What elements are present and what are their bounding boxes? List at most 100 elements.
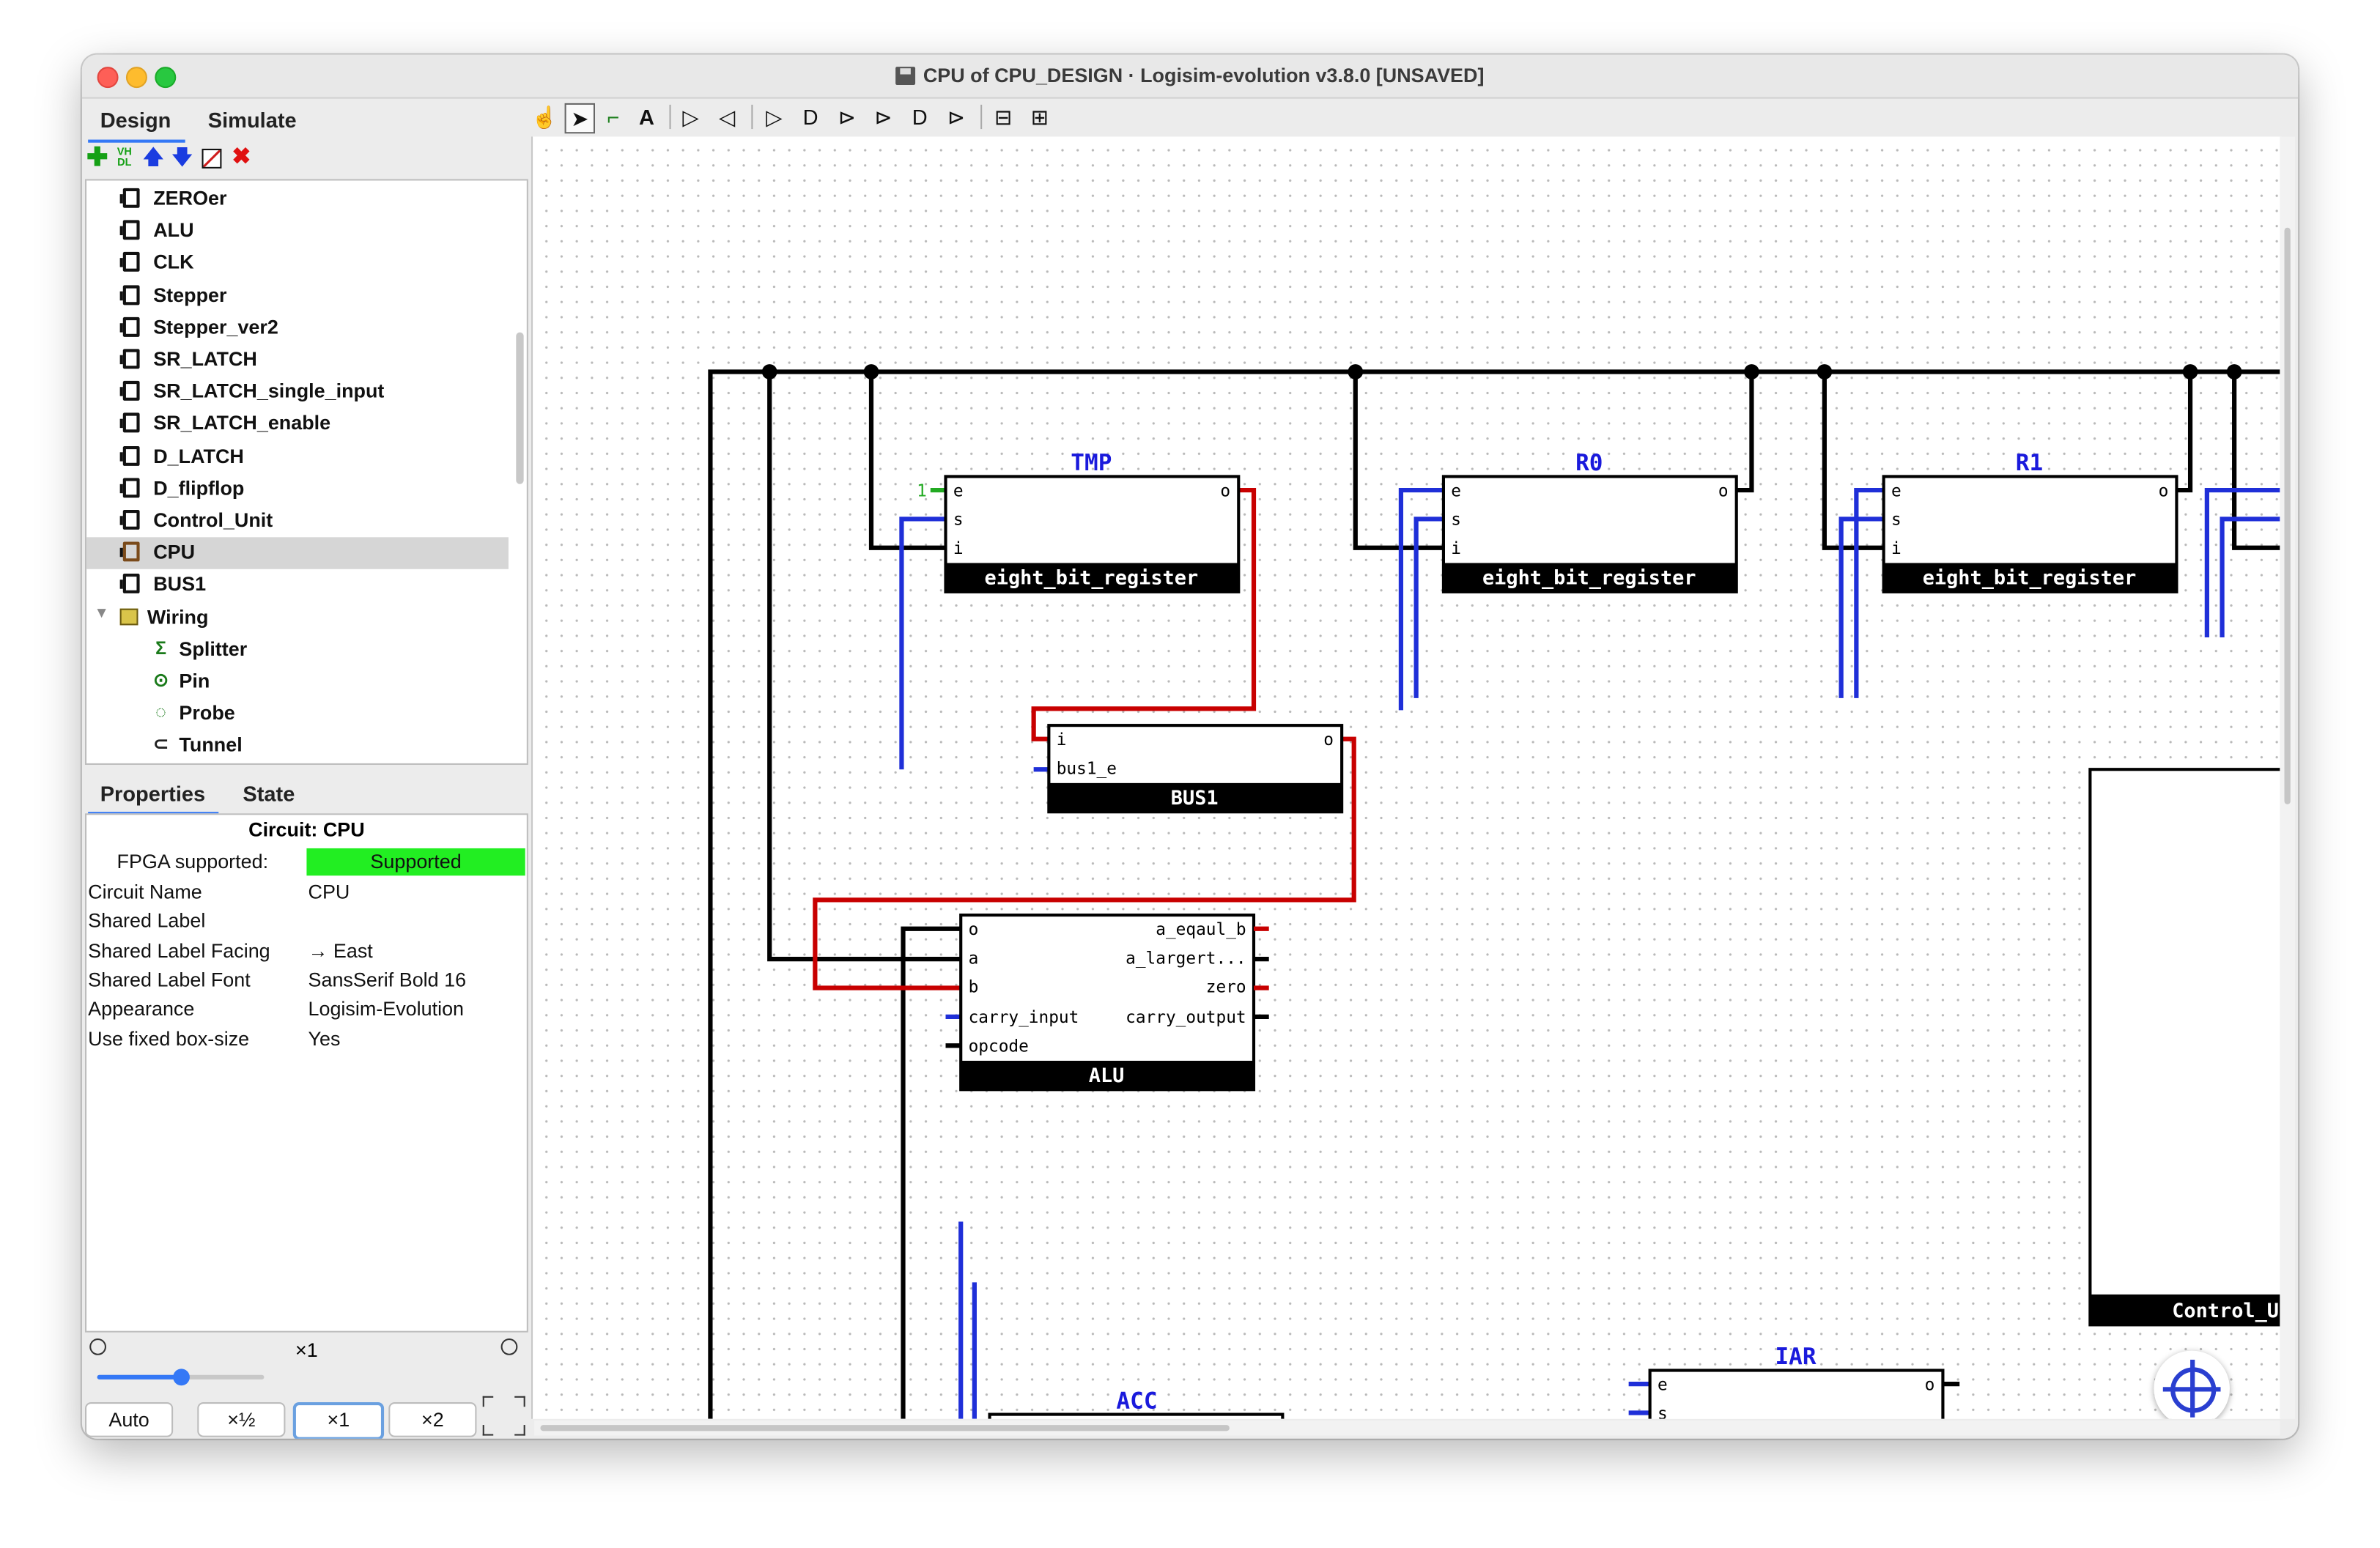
tree-folder-wiring[interactable]: ▼Wiring [86,602,509,634]
wiring-tool-icon[interactable]: ⌐ [607,104,620,130]
tab-state[interactable]: State [243,781,295,806]
component-label: IAR [1775,1344,1816,1370]
select-tool-icon[interactable]: ➤ [564,103,596,134]
minimize-window-button[interactable] [125,67,147,89]
tree-item-alu[interactable]: ALU [86,216,509,248]
property-row[interactable]: Shared Label [86,906,527,935]
port-label: i [1057,730,1067,749]
tree-item-d_flipflop[interactable]: D_flipflop [86,473,509,505]
tree-item-label: Pin [179,669,210,692]
r0-register[interactable]: R0 eight_bit_register e s i o [1441,450,1738,593]
delete-icon[interactable]: ✖ [232,144,251,171]
tree-item-probe[interactable]: ◌Probe [86,698,509,730]
zoom-in-icon[interactable] [500,1338,518,1355]
circuit-drawing: 1 TMP eight_bit_register e s i o R0 eigh… [708,364,2282,1419]
property-key: Circuit Name [88,880,202,903]
property-row[interactable]: Shared Label Facing→ East [86,936,527,964]
property-value[interactable]: → East [308,938,373,962]
circuit-canvas[interactable]: 1 TMP eight_bit_register e s i o R0 eigh… [531,136,2282,1419]
not-gate-icon[interactable]: ▷ [766,104,783,130]
alu-component[interactable]: ALU o a b carry_input opcode a_eqaul_b a… [945,914,1269,1092]
disclosure-triangle-icon[interactable]: ▼ [94,604,109,622]
tree-item-splitter[interactable]: Ʃ Splitter [86,634,509,666]
tree-item-bus1[interactable]: BUS1 [86,570,509,602]
property-value[interactable]: Logisim-Evolution [308,997,465,1021]
constant-one[interactable]: 1 [917,481,927,500]
port-label: o [1220,481,1230,500]
circuit-icon [119,252,140,273]
component-label: ACC [1116,1388,1157,1414]
canvas-horizontal-scrollbar[interactable] [534,1420,2280,1436]
acc-register[interactable]: ACC [988,1388,1285,1419]
zoom-slider-track[interactable] [97,1369,265,1386]
wire-junctions [761,364,2242,379]
zoom-out-icon[interactable] [89,1338,107,1355]
tmp-register[interactable]: TMP eight_bit_register e s i o [944,450,1241,593]
close-window-button[interactable] [97,67,119,89]
appearance-icon[interactable]: ⊞ [1030,104,1049,130]
property-value[interactable]: CPU [308,880,350,903]
zoom-slider-knob[interactable] [173,1369,190,1386]
property-value[interactable]: Yes [308,1026,341,1050]
floppy-disk-icon [895,67,916,86]
tree-item-stepper[interactable]: Stepper [86,280,509,312]
canvas-vertical-scrollbar[interactable] [2280,136,2296,1419]
bus1-component[interactable]: BUS1 i bus1_e o [1047,724,1344,814]
tree-item-label: Stepper_ver2 [153,315,278,338]
tree-item-tunnel[interactable]: ⊂Tunnel [86,730,509,763]
xor-gate-icon[interactable]: ⊳ [874,104,892,130]
and-gate-icon[interactable]: D [802,104,818,130]
zoom-button[interactable]: ×2 [388,1402,477,1437]
tree-item-label: ZEROer [153,186,227,210]
tree-item-d_latch[interactable]: D_LATCH [86,441,509,473]
zoom-fit-icon[interactable] [482,1396,525,1436]
or-gate-icon[interactable]: ⊳ [838,104,856,130]
move-down-icon[interactable]: 🡇 [171,145,193,168]
input-pin-icon[interactable]: ▷ [682,104,699,130]
control-unit-component[interactable]: Control_Un [2088,768,2282,1327]
r1-register[interactable]: R1 eight_bit_register e s i o [1882,450,2178,593]
zoom-button[interactable]: Auto [85,1402,174,1437]
navigate-crosshair-icon[interactable] [2154,1350,2230,1419]
tree-item-stepper_ver2[interactable]: Stepper_ver2 [86,312,509,344]
tree-item-control_unit[interactable]: Control_Unit [86,505,509,538]
tree-item-sr_latch_enable[interactable]: SR_LATCH_enable [86,409,509,441]
circuit-icon [119,220,140,240]
subcircuit-icon[interactable]: ⊟ [994,104,1013,130]
property-key: Shared Label [88,909,206,933]
property-row[interactable]: Circuit Name CPU [86,877,527,906]
add-circuit-icon[interactable]: ✚ [86,142,108,172]
poke-tool-icon[interactable]: ☝ [531,104,558,130]
zoom-button[interactable]: ×1 [292,1402,385,1439]
move-up-icon[interactable]: 🡅 [143,145,164,168]
port-label: i [953,539,964,558]
tree-item-label: Splitter [179,637,248,660]
tree-item-clk[interactable]: CLK [86,248,509,280]
tree-scrollbar[interactable] [516,332,524,484]
edit-appearance-icon[interactable] [202,149,222,168]
tree-item-zeroer[interactable]: ZEROer [86,184,509,216]
tab-design[interactable]: Design [100,108,171,133]
splitter-icon: Ʃ [155,637,167,659]
zoom-button[interactable]: ×½ [197,1402,286,1437]
nor-gate-icon[interactable]: ⊳ [947,104,966,130]
nand-gate-icon[interactable]: D [912,104,928,130]
property-row: FPGA supported: Supported [86,847,527,876]
output-pin-icon[interactable]: ◁ [719,104,736,130]
tab-simulate[interactable]: Simulate [207,108,297,133]
port-label: bus1_e [1057,759,1117,778]
property-value[interactable]: SansSerif Bold 16 [308,968,467,991]
tree-item-sr_latch_single_input[interactable]: SR_LATCH_single_input [86,377,509,409]
maximize-window-button[interactable] [155,67,177,89]
tab-properties[interactable]: Properties [100,781,206,806]
iar-register[interactable]: IAR e s o [1648,1344,1960,1419]
text-tool-icon[interactable]: A [638,104,654,130]
tree-item-cpu[interactable]: CPU [86,537,509,570]
tree-item-pin[interactable]: ⊙Pin [86,666,509,698]
tree-item-sr_latch[interactable]: SR_LATCH [86,344,509,377]
